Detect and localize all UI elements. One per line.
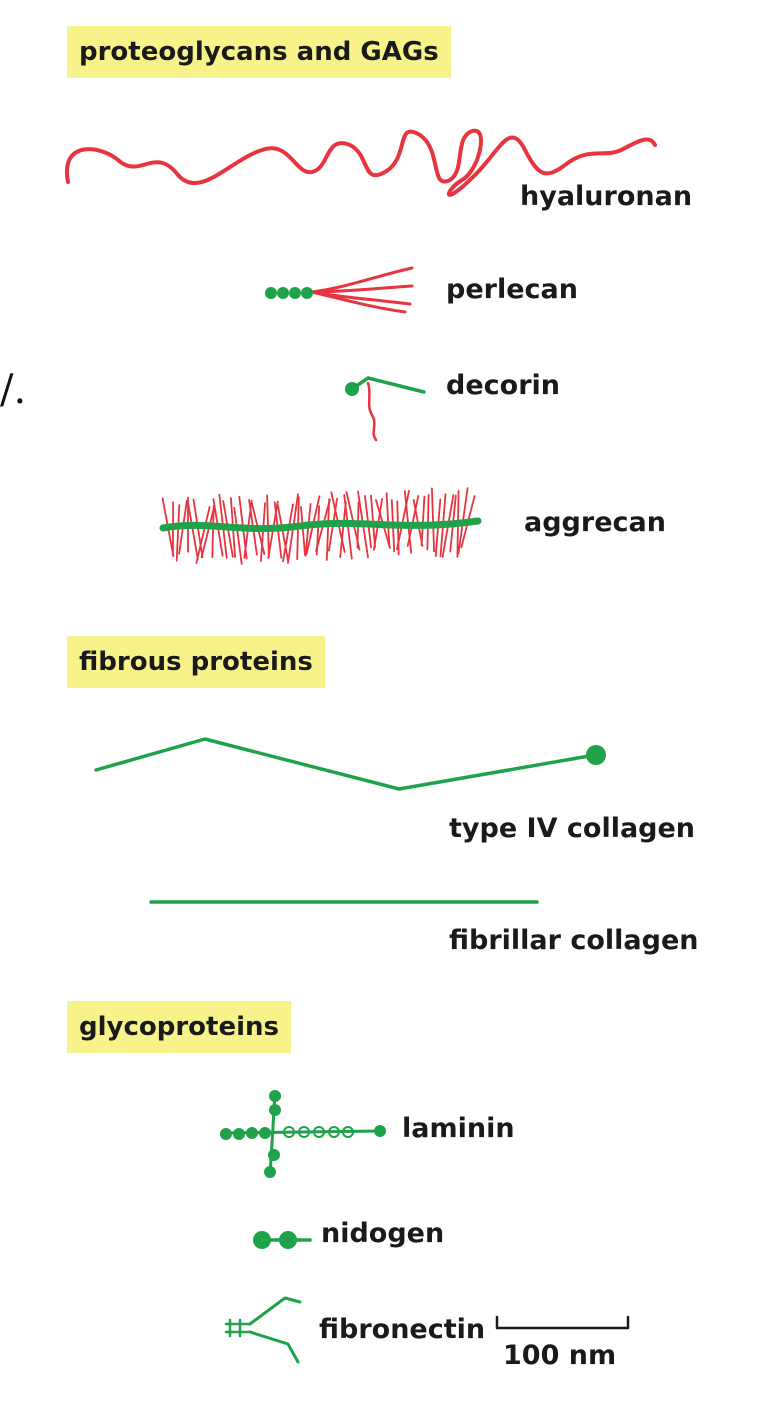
aggrecan-gag-chain (325, 498, 331, 561)
label-type-iv-collagen: type IV collagen (449, 813, 696, 844)
label-nidogen: nidogen (321, 1218, 445, 1249)
aggrecan-gag-chain (430, 487, 436, 553)
scale-bar (495, 1315, 630, 1330)
label-perlecan: perlecan (446, 274, 578, 305)
aggrecan-gag-chain (396, 489, 410, 551)
aggrecan-gag-chain (420, 495, 426, 547)
label-laminin: laminin (402, 1113, 515, 1144)
aggrecan-gag-chain (385, 492, 391, 548)
scale-bar-label: 100 nm (503, 1340, 617, 1371)
laminin-drawing (220, 1090, 386, 1178)
section-header-fibrous: fibrous proteins (67, 636, 325, 688)
aggrecan-gag-chain (406, 495, 420, 547)
aggrecan-gag-chain (300, 505, 306, 556)
nidogen-drawing (253, 1231, 312, 1249)
aggrecan-gag-chain (195, 506, 211, 564)
aggrecan-gag-chain (339, 501, 347, 558)
hyaluronan-drawing (64, 128, 657, 197)
aggrecan-gag-chain (211, 504, 215, 559)
aggrecan-gag-chain (304, 502, 312, 557)
decorin-drawing (345, 376, 426, 442)
aggrecan-gag-chain (175, 504, 181, 562)
label-aggrecan: aggrecan (524, 507, 666, 538)
type-iv-collagen-drawing (94, 737, 606, 791)
aggrecan-gag-chain (233, 506, 243, 565)
label-fibronectin: fibronectin (319, 1314, 486, 1345)
aggrecan-gag-chain (276, 504, 290, 563)
section-header-proteoglycans: proteoglycans and GAGs (67, 26, 451, 78)
aggrecan-gag-chain (187, 502, 199, 560)
aggrecan-gag-chain (200, 505, 216, 559)
fibronectin-drawing (224, 1296, 302, 1364)
section-header-glycoproteins: glycoproteins (67, 1001, 292, 1053)
label-hyaluronan: hyaluronan (520, 181, 693, 212)
stray-text-fragment: /. (0, 367, 27, 413)
label-fibrillar-collagen: fibrillar collagen (449, 925, 699, 956)
aggrecan-drawing (159, 487, 482, 565)
perlecan-drawing (265, 266, 414, 314)
label-decorin: decorin (446, 370, 560, 401)
aggrecan-gag-chain (282, 503, 294, 563)
